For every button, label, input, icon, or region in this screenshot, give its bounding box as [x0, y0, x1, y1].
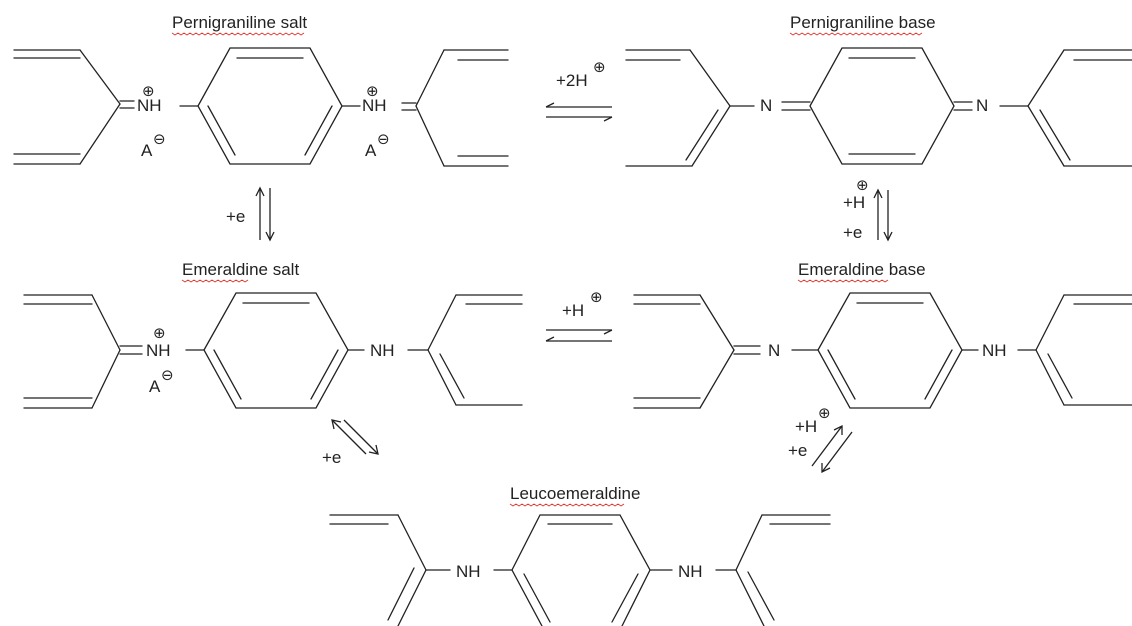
nh-group: NH: [456, 562, 481, 581]
nh-group: NH: [137, 96, 162, 115]
electron-condition-label: +e: [843, 223, 862, 242]
proton-condition-label: +H: [795, 417, 817, 436]
anion-label: A: [141, 141, 153, 160]
positive-charge: ⊕: [366, 82, 379, 100]
spellcheck-underline: [797, 279, 889, 283]
nh-group: NH: [678, 562, 703, 581]
spellcheck-underline: [789, 32, 923, 36]
positive-charge: ⊕: [856, 176, 869, 194]
leucoemeraldine-title: Leucoemeraldine: [510, 484, 640, 503]
emeraldine-base-structure: Emeraldine base N NH: [633, 260, 1132, 409]
n-atom: N: [976, 96, 988, 115]
electron-condition-label: +e: [322, 448, 341, 467]
positive-charge: ⊕: [153, 324, 166, 342]
pernigraniline-base-structure: Pernigraniline base N N: [625, 13, 1132, 167]
anion-label: A: [365, 141, 377, 160]
emeraldine-salt-title: Emeraldine salt: [182, 260, 299, 279]
pernigraniline-base-title: Pernigraniline base: [790, 13, 936, 32]
leucoemeraldine-structure: Leucoemeraldine NH NH: [329, 484, 831, 626]
lower-left-diagonal-arrows: +e: [322, 419, 379, 467]
nh-group: NH: [362, 96, 387, 115]
proton-condition-label: +H: [843, 193, 865, 212]
proton-condition-label: +2H: [556, 71, 588, 90]
spellcheck-underline: [509, 503, 625, 507]
spellcheck-underline: [181, 279, 249, 283]
positive-charge: ⊕: [142, 82, 155, 100]
positive-charge: ⊕: [593, 58, 606, 76]
electron-condition-label: +e: [226, 207, 245, 226]
nh-group: NH: [982, 341, 1007, 360]
nh-group: NH: [146, 341, 171, 360]
n-atom: N: [768, 341, 780, 360]
n-atom: N: [760, 96, 772, 115]
right-vertical-equilibrium-arrows: ⊕ +H +e: [843, 176, 893, 242]
anion-label: A: [149, 377, 161, 396]
pernigraniline-salt-structure: Pernigraniline salt ⊕ NH A ⊖ ⊕ NH A ⊖: [13, 13, 509, 167]
electron-condition-label: +e: [788, 441, 807, 460]
nh-group: NH: [370, 341, 395, 360]
positive-charge: ⊕: [818, 404, 831, 422]
middle-equilibrium-arrows: +H ⊕: [545, 288, 613, 342]
pernigraniline-salt-title: Pernigraniline salt: [172, 13, 307, 32]
negative-charge: ⊖: [377, 130, 390, 148]
negative-charge: ⊖: [161, 366, 174, 384]
spellcheck-underline: [171, 32, 305, 36]
top-equilibrium-arrows: +2H ⊕: [545, 58, 613, 122]
lower-right-diagonal-arrows: ⊕ +H +e: [788, 404, 853, 474]
proton-condition-label: +H: [562, 301, 584, 320]
positive-charge: ⊕: [590, 288, 603, 306]
emeraldine-base-title: Emeraldine base: [798, 260, 926, 279]
emeraldine-salt-structure: Emeraldine salt ⊕ NH A ⊖ NH: [23, 260, 523, 409]
negative-charge: ⊖: [153, 130, 166, 148]
left-vertical-equilibrium-arrows: +e: [226, 186, 275, 242]
